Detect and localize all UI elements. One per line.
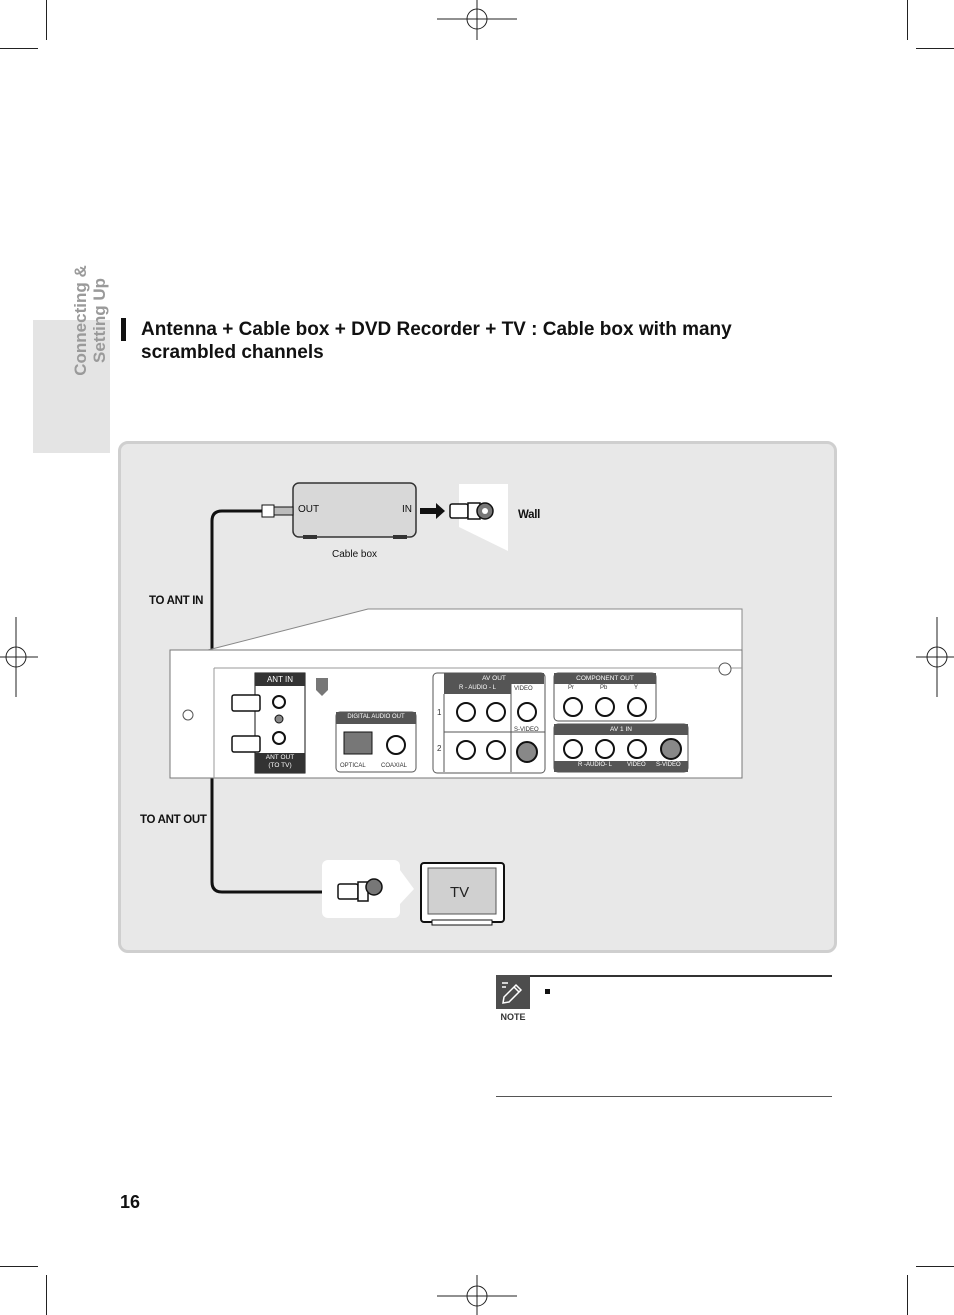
crop-mark (46, 1275, 47, 1315)
ant-out-label-line2: (TO TV) (268, 762, 292, 769)
optical-label: OPTICAL (340, 763, 366, 769)
component-out-label: COMPONENT OUT (576, 675, 634, 682)
component-y-label: Y (634, 685, 639, 691)
component-pr-label: Pr (568, 685, 574, 691)
note-label: NOTE (500, 1012, 526, 1022)
wall-label: Wall (518, 509, 541, 521)
ant-in-label: ANT IN (266, 675, 294, 684)
tv-connector-icon (322, 860, 414, 918)
section-tab: Connecting & Setting Up (33, 265, 110, 453)
crop-mark (907, 1275, 908, 1315)
ant-out-label-line1: ANT OUT (265, 754, 295, 761)
component-pb-label: Pb (600, 685, 608, 691)
tv-label: TV (450, 884, 470, 901)
ant-out-label: ANT OUT (TO TV) (256, 754, 304, 770)
av1-svideo-label: S-VIDEO (656, 762, 681, 768)
tv-icon (420, 862, 505, 926)
av-out-audio-label: R - AUDIO - L (458, 685, 496, 691)
cable-box-in-label: IN (402, 504, 412, 515)
page-heading: Antenna + Cable box + DVD Recorder + TV … (141, 319, 732, 363)
crop-mark (916, 48, 954, 49)
crop-mark (46, 0, 47, 40)
crop-mark (916, 1266, 954, 1267)
arrow-icon (420, 503, 445, 519)
digital-audio-out-label: DIGITAL AUDIO OUT (347, 714, 405, 720)
wall-outlet-icon (449, 484, 508, 551)
dvd-recorder (169, 608, 743, 779)
to-ant-out-label: TO ANT OUT (140, 814, 207, 826)
cable-box-out-label: OUT (298, 504, 320, 515)
row-2-label: 2 (437, 744, 442, 753)
note-bullet (545, 989, 550, 994)
heading-bar (121, 318, 126, 341)
note-bottom-rule (496, 1096, 832, 1097)
pencil-note-icon (496, 975, 530, 1009)
av1-audio-label: R -AUDIO- L (577, 762, 612, 768)
crop-mark (0, 1266, 38, 1267)
note-top-rule (530, 975, 832, 977)
av-out-video-label: VIDEO (514, 686, 533, 692)
av1-video-label: VIDEO (627, 762, 646, 768)
to-ant-in-label: TO ANT IN (149, 595, 204, 607)
crop-mark (907, 0, 908, 40)
cable-box (261, 482, 417, 539)
av-out-label: AV OUT (482, 675, 506, 682)
row-1-label: 1 (437, 708, 442, 717)
av-out-svideo-label: S-VIDEO (514, 727, 539, 733)
av1-in-label: AV 1 IN (610, 726, 632, 733)
crop-mark (0, 48, 38, 49)
coaxial-label: COAXIAL (381, 763, 408, 769)
cable-box-caption: Cable box (332, 549, 378, 560)
page-number: 16 (120, 1192, 141, 1212)
